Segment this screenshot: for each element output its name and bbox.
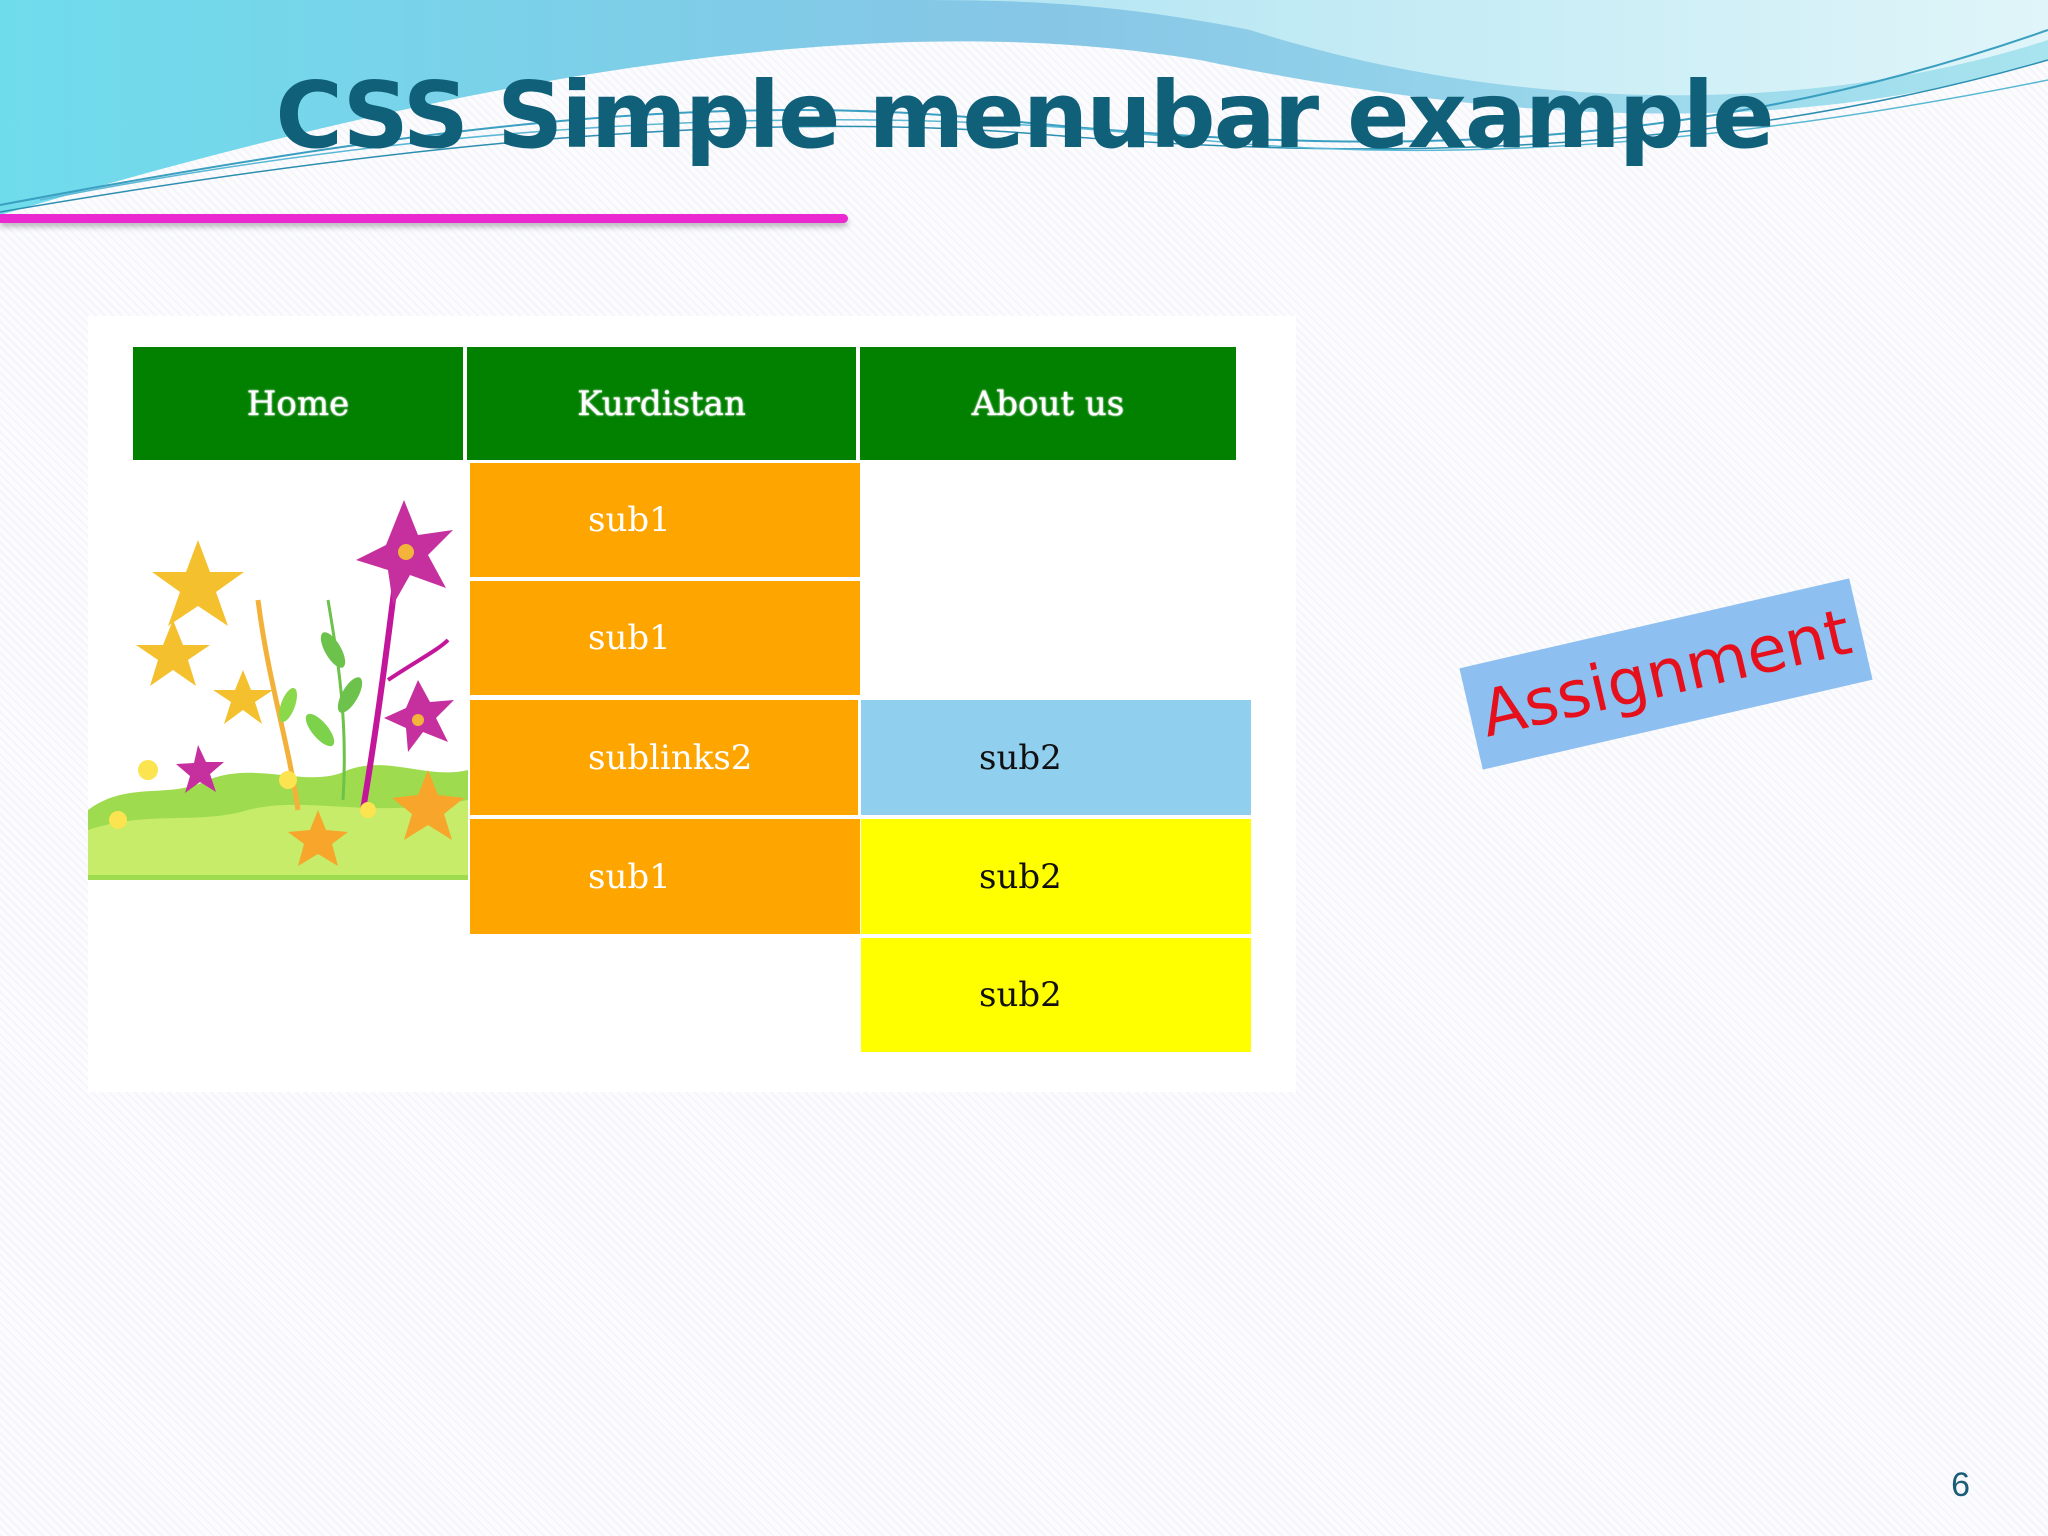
submenu-item-label: sublinks2 bbox=[588, 737, 753, 778]
title-underline bbox=[0, 214, 848, 223]
menu-item-label: About us bbox=[971, 383, 1125, 424]
submenu-item-label: sub2 bbox=[979, 975, 1062, 1015]
header-wave-decoration bbox=[0, 0, 2048, 215]
menu-item-label: Kurdistan bbox=[577, 383, 746, 424]
submenu-item-label: sub1 bbox=[588, 618, 671, 658]
flower-illustration bbox=[88, 500, 468, 880]
menu-item-label: Home bbox=[246, 383, 350, 424]
submenu-item-sub1[interactable]: sub1 bbox=[470, 581, 860, 695]
assignment-label: Assignment bbox=[1474, 595, 1858, 753]
page-number: 6 bbox=[1951, 1466, 1970, 1504]
submenu-item-sub2[interactable]: sub2 bbox=[861, 819, 1251, 934]
menu-item-kurdistan[interactable]: Kurdistan bbox=[467, 347, 856, 460]
menu-item-home[interactable]: Home bbox=[133, 347, 463, 460]
slide-title: CSS Simple menubar example bbox=[275, 62, 1774, 169]
submenu-item-label: sub2 bbox=[979, 737, 1062, 778]
submenu-item-sub2[interactable]: sub2 bbox=[861, 938, 1251, 1052]
menu-item-about-us[interactable]: About us bbox=[860, 347, 1236, 460]
submenu-item-sublinks2[interactable]: sublinks2 bbox=[470, 700, 858, 815]
submenu-item-sub1[interactable]: sub1 bbox=[470, 819, 860, 934]
submenu-item-sub1[interactable]: sub1 bbox=[470, 463, 860, 577]
submenu-item-sub2[interactable]: sub2 bbox=[861, 700, 1251, 815]
submenu-item-label: sub2 bbox=[979, 856, 1062, 897]
submenu-item-label: sub1 bbox=[588, 856, 671, 897]
assignment-badge: Assignment bbox=[1459, 578, 1873, 770]
submenu-item-label: sub1 bbox=[588, 500, 671, 540]
